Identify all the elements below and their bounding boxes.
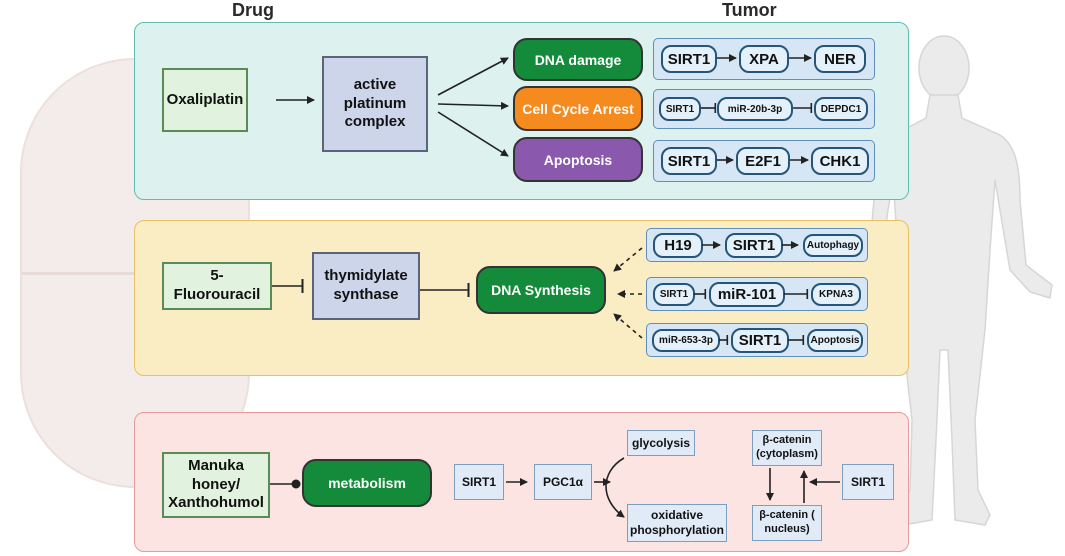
beta-catenin-nucleus-box: β-catenin ( nucleus) [752,505,822,541]
sirt1-node: SIRT1 [725,233,783,258]
arrow-complex-apoptosis [437,111,509,157]
beta-catenin-cytoplasm-box: β-catenin (cytoplasm) [752,430,822,466]
ner-node: NER [814,45,866,73]
h19-node: H19 [653,233,703,258]
drug-header: Drug [232,0,274,20]
chk1-node: CHK1 [811,147,869,175]
sirt1-box-right: SIRT1 [842,464,894,500]
arrow-complex-cell-cycle [437,101,509,110]
pathway-box-sirt1-xpa-ner: SIRT1 XPA NER [653,38,875,80]
sirt1-node: SIRT1 [661,45,717,73]
mir-20b-3p-node: miR-20b-3p [717,97,793,121]
mir-101-node: miR-101 [709,282,785,307]
mir-653-3p-node: miR-653-3p [652,329,720,352]
pathway-box-sirt1-e2f1-chk1: SIRT1 E2F1 CHK1 [653,140,875,182]
thymidylate-synthase-box: thymidylate synthase [312,252,420,320]
curve-glycolysis-oxphos [605,457,625,518]
apoptosis-pill: Apoptosis [513,137,643,182]
oxaliplatin-box: Oxaliplatin [162,68,248,132]
cell-cycle-arrest-pill: Cell Cycle Arrest [513,86,643,131]
apoptosis-node: Apoptosis [807,329,863,352]
dna-synthesis-pill: DNA Synthesis [476,266,606,314]
tumor-header: Tumor [722,0,777,20]
manuka-honey-xanthohumol-box: Manuka honey/ Xanthohumol [162,452,270,518]
sirt1-node: SIRT1 [661,147,717,175]
pathway-box-mir653-sirt1-apoptosis: miR-653-3p SIRT1 Apoptosis [646,323,868,357]
pathway-box-sirt1-mir20b-depdc1: SIRT1 miR-20b-3p DEPDC1 [653,89,875,129]
pgc1a-box: PGC1α [534,464,592,500]
arrow-complex-dna-damage [437,57,509,96]
kpna3-node: KPNA3 [811,283,861,306]
sirt1-node: SIRT1 [659,97,701,121]
pathway-box-sirt1-mir101-kpna3: SIRT1 miR-101 KPNA3 [646,277,868,311]
fluorouracil-box: 5- Fluorouracil [162,262,272,310]
e2f1-node: E2F1 [736,147,790,175]
xpa-node: XPA [739,45,789,73]
active-platinum-complex-box: active platinum complex [322,56,428,152]
depdc1-node: DEPDC1 [814,97,868,121]
autophagy-node: Autophagy [803,234,863,257]
glycolysis-box: glycolysis [627,430,695,456]
metabolism-pill: metabolism [302,459,432,507]
dna-damage-pill: DNA damage [513,38,643,81]
sirt1-node: SIRT1 [731,328,789,353]
pathway-box-h19-sirt1-autophagy: H19 SIRT1 Autophagy [646,228,868,262]
sirt1-box-left: SIRT1 [454,464,504,500]
oxidative-phosphorylation-box: oxidative phosphorylation [627,504,727,542]
sirt1-node: SIRT1 [653,283,695,306]
